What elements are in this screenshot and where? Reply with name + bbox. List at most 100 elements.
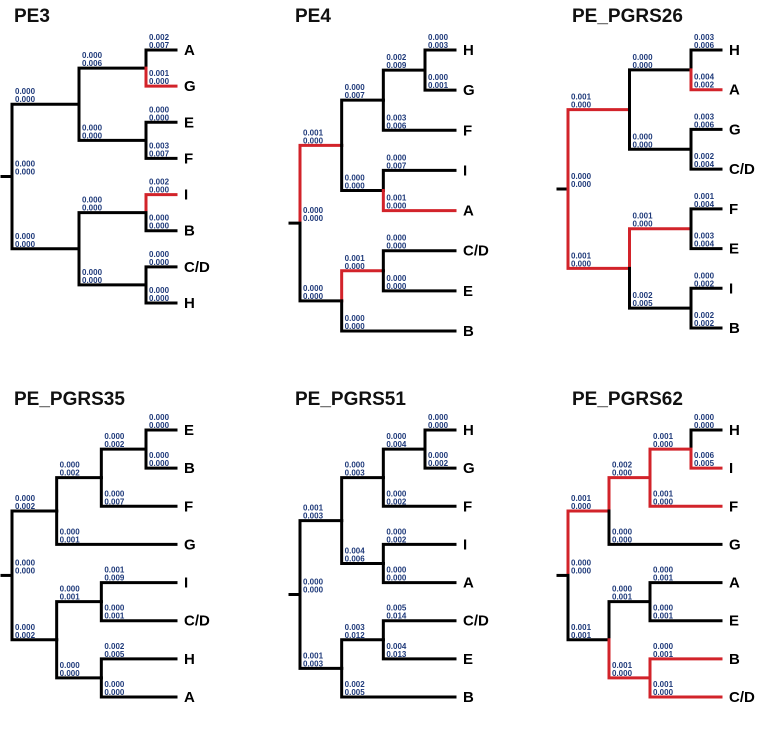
leaf-branch xyxy=(689,48,723,72)
branch-value-top: 0.000 xyxy=(104,489,125,498)
branch-value-bottom: 0.007 xyxy=(104,497,125,506)
leaf-branch xyxy=(648,657,723,680)
branch-value-top: 0.001 xyxy=(653,432,674,441)
branch-value-top: 0.000 xyxy=(60,585,81,594)
leaf-branch xyxy=(381,98,457,132)
branch-value-top: 0.002 xyxy=(694,152,715,161)
leaf-branch xyxy=(381,619,457,642)
internal-branch xyxy=(607,638,652,680)
branch-value-bottom: 0.002 xyxy=(694,319,715,328)
leaf-branch xyxy=(144,447,178,470)
leaf-label: A xyxy=(463,203,474,220)
branch-value-bottom: 0.000 xyxy=(633,220,654,229)
branch-value-top: 0.000 xyxy=(345,461,366,470)
branch-value-bottom: 0.000 xyxy=(149,77,170,86)
branch-value-bottom: 0.000 xyxy=(694,421,715,430)
leaf-label: E xyxy=(463,283,473,300)
branch-value-bottom: 0.002 xyxy=(15,631,36,640)
branch-value-bottom: 0.006 xyxy=(345,555,366,564)
branch-value-top: 0.000 xyxy=(149,413,170,422)
branch-value-bottom: 0.009 xyxy=(104,574,125,583)
branch-value-bottom: 0.000 xyxy=(345,182,366,191)
branch-value-bottom: 0.005 xyxy=(345,688,366,697)
leaf-branch xyxy=(381,542,457,565)
tree-title: PE_PGRS35 xyxy=(14,389,125,410)
branch-value-top: 0.003 xyxy=(345,623,366,632)
leaf-label: B xyxy=(463,689,474,706)
leaf-branch xyxy=(689,147,723,171)
branch-value-top: 0.003 xyxy=(149,141,170,150)
leaf-branch xyxy=(381,562,457,585)
branch-value-top: 0.004 xyxy=(694,73,715,82)
branch-value-bottom: 0.000 xyxy=(15,95,36,104)
branch-value-bottom: 0.000 xyxy=(303,136,324,145)
branch-value-bottom: 0.000 xyxy=(60,669,81,678)
leaf-label: F xyxy=(729,498,738,515)
tree-title: PE_PGRS26 xyxy=(572,6,683,27)
branch-value-bottom: 0.000 xyxy=(653,440,674,449)
leaf-label: A xyxy=(463,575,474,592)
leaf-label: I xyxy=(463,162,467,179)
branch-value-top: 0.001 xyxy=(149,69,170,78)
leaf-label: B xyxy=(184,460,195,477)
branch-value-top: 0.002 xyxy=(149,178,170,187)
leaf-label: A xyxy=(729,82,740,99)
branch-value-top: 0.002 xyxy=(612,461,633,470)
branch-value-bottom: 0.000 xyxy=(82,204,103,213)
branch-value-bottom: 0.001 xyxy=(612,593,633,602)
branch-value-bottom: 0.003 xyxy=(303,659,324,668)
branch-value-bottom: 0.001 xyxy=(60,593,81,602)
tree-title: PE_PGRS51 xyxy=(295,389,406,410)
branch-value-bottom: 0.000 xyxy=(345,322,366,331)
branch-value-bottom: 0.002 xyxy=(104,440,125,449)
branch-value-top: 0.000 xyxy=(82,268,103,277)
leaf-branch xyxy=(648,581,723,604)
branch-value-top: 0.000 xyxy=(386,432,407,441)
leaf-label: C/D xyxy=(184,613,210,630)
branch-value-top: 0.003 xyxy=(694,33,715,42)
leaf-branch xyxy=(689,286,723,310)
branch-value-top: 0.003 xyxy=(694,112,715,121)
branch-value-bottom: 0.002 xyxy=(694,81,715,90)
branch-value-top: 0.001 xyxy=(571,93,592,102)
branch-value-top: 0.003 xyxy=(694,232,715,241)
leaf-branch xyxy=(144,283,178,305)
leaf-label: E xyxy=(729,613,739,630)
internal-branch xyxy=(628,108,693,151)
leaf-branch xyxy=(99,600,178,623)
branch-value-bottom: 0.000 xyxy=(149,459,170,468)
internal-branch xyxy=(298,519,344,596)
branch-value-bottom: 0.000 xyxy=(149,186,170,195)
internal-branch xyxy=(55,638,103,680)
internal-branch xyxy=(628,227,693,270)
internal-branch xyxy=(566,573,611,642)
branch-value-top: 0.001 xyxy=(653,489,674,498)
tree-title: PE_PGRS62 xyxy=(572,389,683,410)
leaf-branch xyxy=(648,676,723,699)
branch-value-bottom: 0.000 xyxy=(386,242,407,251)
leaf-branch xyxy=(99,657,178,680)
leaf-label: C/D xyxy=(463,243,489,260)
branch-value-top: 0.000 xyxy=(149,451,170,460)
branch-value-top: 0.000 xyxy=(386,527,407,536)
branch-value-bottom: 0.000 xyxy=(612,535,633,544)
leaf-label: F xyxy=(184,498,193,515)
branch-value-bottom: 0.000 xyxy=(571,259,592,268)
branch-value-bottom: 0.000 xyxy=(82,276,103,285)
internal-branch xyxy=(340,269,385,303)
branch-value-top: 0.000 xyxy=(694,413,715,422)
branch-value-bottom: 0.000 xyxy=(612,469,633,478)
branch-value-bottom: 0.000 xyxy=(149,222,170,231)
internal-branch xyxy=(77,102,148,142)
branch-value-top: 0.001 xyxy=(612,661,633,670)
branch-value-top: 0.000 xyxy=(104,604,125,613)
branch-value-top: 0.000 xyxy=(149,286,170,295)
internal-branch xyxy=(55,476,103,513)
internal-branch xyxy=(340,98,385,147)
branch-value-top: 0.000 xyxy=(60,527,81,536)
leaf-label: I xyxy=(463,536,467,553)
branch-value-bottom: 0.003 xyxy=(345,469,366,478)
leaf-label: H xyxy=(463,422,474,439)
